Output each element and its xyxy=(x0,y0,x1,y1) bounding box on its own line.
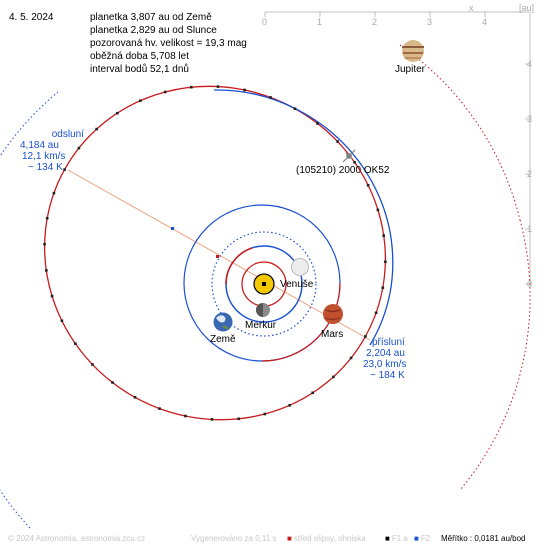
legend-center: střed elipsy, ohniska xyxy=(287,534,366,543)
axis-frame xyxy=(264,11,531,286)
jupiter-orbit-red xyxy=(399,44,521,221)
orbit-point-marker xyxy=(50,294,54,298)
mars-label: Mars xyxy=(321,329,344,340)
orbit-point-marker xyxy=(190,85,193,89)
sun xyxy=(253,273,275,295)
venus-orbit-red xyxy=(225,247,253,285)
info-magnitude: pozorovaná hv. velikost = 19,3 mag xyxy=(90,38,247,49)
orbit-point-marker xyxy=(263,412,267,416)
orbit-point-marker xyxy=(243,88,246,92)
x-tick-label-4: 4 xyxy=(482,17,488,27)
unit-label: [au] xyxy=(519,3,535,13)
y-tick-label-4: 4 xyxy=(527,59,533,69)
perihelion-temp: ~ 184 K xyxy=(370,370,405,381)
orbit-point-marker xyxy=(77,146,81,150)
orbit-point-marker xyxy=(332,375,335,379)
orbit-point-marker xyxy=(133,396,137,399)
aphelion-temp: ~ 134 K xyxy=(28,162,63,173)
orbit-point-marker xyxy=(163,90,167,94)
x-axis-label: x xyxy=(469,3,474,13)
jupiter-planet xyxy=(402,40,424,62)
orbit-point-marker xyxy=(210,418,214,421)
x-tick-label-1: 1 xyxy=(317,17,323,27)
orbit-point-marker xyxy=(63,168,66,171)
info-interval: interval bodů 52,1 dnů xyxy=(90,64,189,75)
earth-orbit xyxy=(211,231,317,337)
orbit-point-marker xyxy=(364,335,367,338)
orbit-point-marker xyxy=(60,319,64,322)
orbit-point-marker xyxy=(116,111,119,115)
venus-label: Venuše xyxy=(280,279,314,290)
ellipse-center-marker xyxy=(216,255,219,258)
y-tick-label-3: 3 xyxy=(527,114,533,124)
aphelion-title: odsluní xyxy=(51,129,84,140)
orbit-point-marker xyxy=(353,161,356,164)
orbit-point-marker xyxy=(269,96,272,99)
generated-time: Vygenerováno za 0,11 s xyxy=(191,534,277,543)
orbit-point-marker xyxy=(311,391,314,395)
orbit-point-marker xyxy=(95,127,98,131)
orbit-point-marker xyxy=(43,242,46,246)
orbit-point-marker xyxy=(293,107,297,110)
perihelion-speed: 23,0 km/s xyxy=(363,359,407,370)
orbit-point-marker xyxy=(52,191,56,195)
orbit-point-marker xyxy=(374,311,378,315)
x-tick-label-3: 3 xyxy=(427,17,433,27)
x-tick-label-0: 0 xyxy=(262,17,268,27)
orbit-point-marker xyxy=(45,269,48,272)
orbit-point-marker xyxy=(45,217,49,220)
asteroid-label: (105210) 2000 OK52 xyxy=(296,165,390,176)
mercury-planet xyxy=(256,303,270,317)
copyright-link[interactable]: © 2024 Astronomia, astronomia.zcu.cz xyxy=(8,534,146,543)
earth-planet xyxy=(213,312,233,332)
date-label: 4. 5. 2024 xyxy=(9,12,54,23)
asteroid-marker xyxy=(342,149,356,163)
orbit-point-marker xyxy=(384,260,387,264)
y-tick-label-0: 0 xyxy=(527,279,533,289)
earth-label: Země xyxy=(210,334,236,345)
legend-f2: F2 xyxy=(414,534,430,543)
mars-orbit-red xyxy=(261,282,341,362)
perihelion-distance: 2,204 au xyxy=(366,348,405,359)
aphelion-speed: 12,1 km/s xyxy=(22,151,66,162)
orbit-point-marker xyxy=(366,184,370,187)
mercury-label: Merkur xyxy=(245,320,277,331)
info-period: oběžná doba 5,708 let xyxy=(90,51,189,62)
legend-f1: F1 a xyxy=(385,534,408,543)
y-tick-label-2: 2 xyxy=(527,169,533,179)
venus-planet xyxy=(291,258,309,276)
orbit-point-marker xyxy=(237,417,240,421)
orbit-point-marker xyxy=(382,234,385,237)
orbit-point-marker xyxy=(316,122,319,125)
jupiter-label: Jupiter xyxy=(395,64,426,75)
orbit-point-marker xyxy=(381,286,385,289)
info-distance-sun: planetka 2,829 au od Slunce xyxy=(90,25,217,36)
orbit-point-marker xyxy=(74,342,77,345)
mars-planet xyxy=(323,304,343,324)
y-tick-label-1: 1 xyxy=(527,224,533,234)
orbit-point-marker xyxy=(336,140,339,143)
orbit-point-marker xyxy=(349,356,353,360)
orbit-point-marker xyxy=(376,208,380,212)
orbit-point-marker xyxy=(184,414,187,418)
orbit-point-marker xyxy=(158,407,161,410)
x-tick-label-2: 2 xyxy=(372,17,378,27)
focus-marker-f2 xyxy=(171,227,174,230)
perihelion-title: přísluní xyxy=(372,337,405,348)
info-distance-earth: planetka 3,807 au od Země xyxy=(90,12,212,23)
orbit-point-marker xyxy=(111,381,114,384)
orbit-point-marker xyxy=(216,85,220,88)
asteroid-orbit-blue-arc xyxy=(213,89,394,346)
orbit-point-marker xyxy=(288,404,291,407)
scale-label: Měřítko : 0,0181 au/bod xyxy=(441,534,526,543)
jupiter-orbit-red-2 xyxy=(459,219,531,491)
orbit-point-marker xyxy=(91,363,94,366)
orbit-point-marker xyxy=(139,99,142,102)
jupiter-orbit xyxy=(0,91,59,529)
asteroid-orbit-points xyxy=(43,85,387,421)
aphelion-distance: 4,184 au xyxy=(20,140,59,151)
